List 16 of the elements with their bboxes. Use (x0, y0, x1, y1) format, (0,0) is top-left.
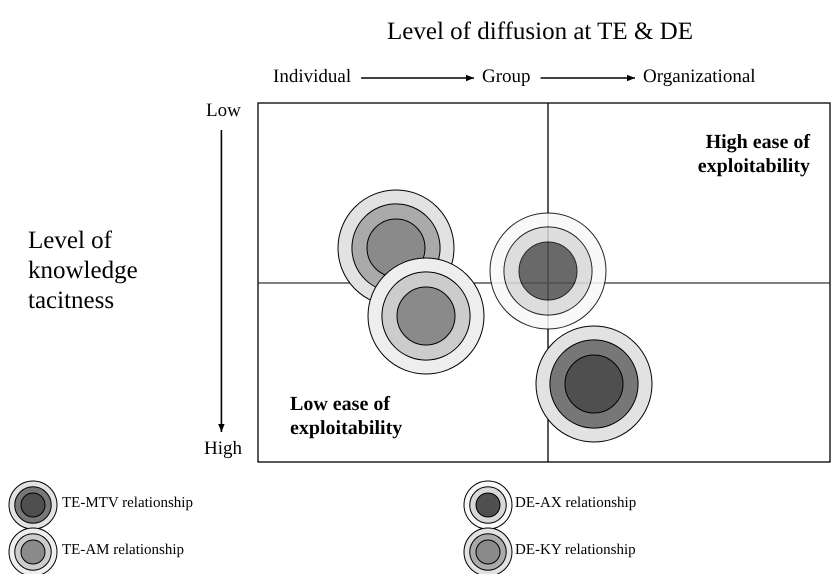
legend-label: DE-KY relationship (515, 542, 636, 559)
arrow (361, 74, 474, 82)
axis-level-label: High (204, 438, 242, 460)
quadrant-label: High ease of exploitability (696, 130, 810, 178)
chart-title: Level of diffusion at TE & DE (386, 18, 694, 46)
legend-label: TE-AM relationship (62, 542, 184, 559)
axis-level-label: Low (206, 100, 241, 122)
axis-title: Level of knowledge tacitness (28, 226, 139, 316)
axis-level-label: Group (482, 66, 531, 88)
legend-label: DE-AX relationship (515, 495, 636, 512)
quadrant-label: Low ease of exploitability (290, 392, 404, 440)
axis-level-label: Organizational (643, 66, 756, 88)
legend-label: TE-MTV relationship (62, 495, 193, 512)
arrow (218, 130, 225, 432)
arrow (540, 74, 635, 82)
axis-level-label: Individual (273, 66, 352, 88)
